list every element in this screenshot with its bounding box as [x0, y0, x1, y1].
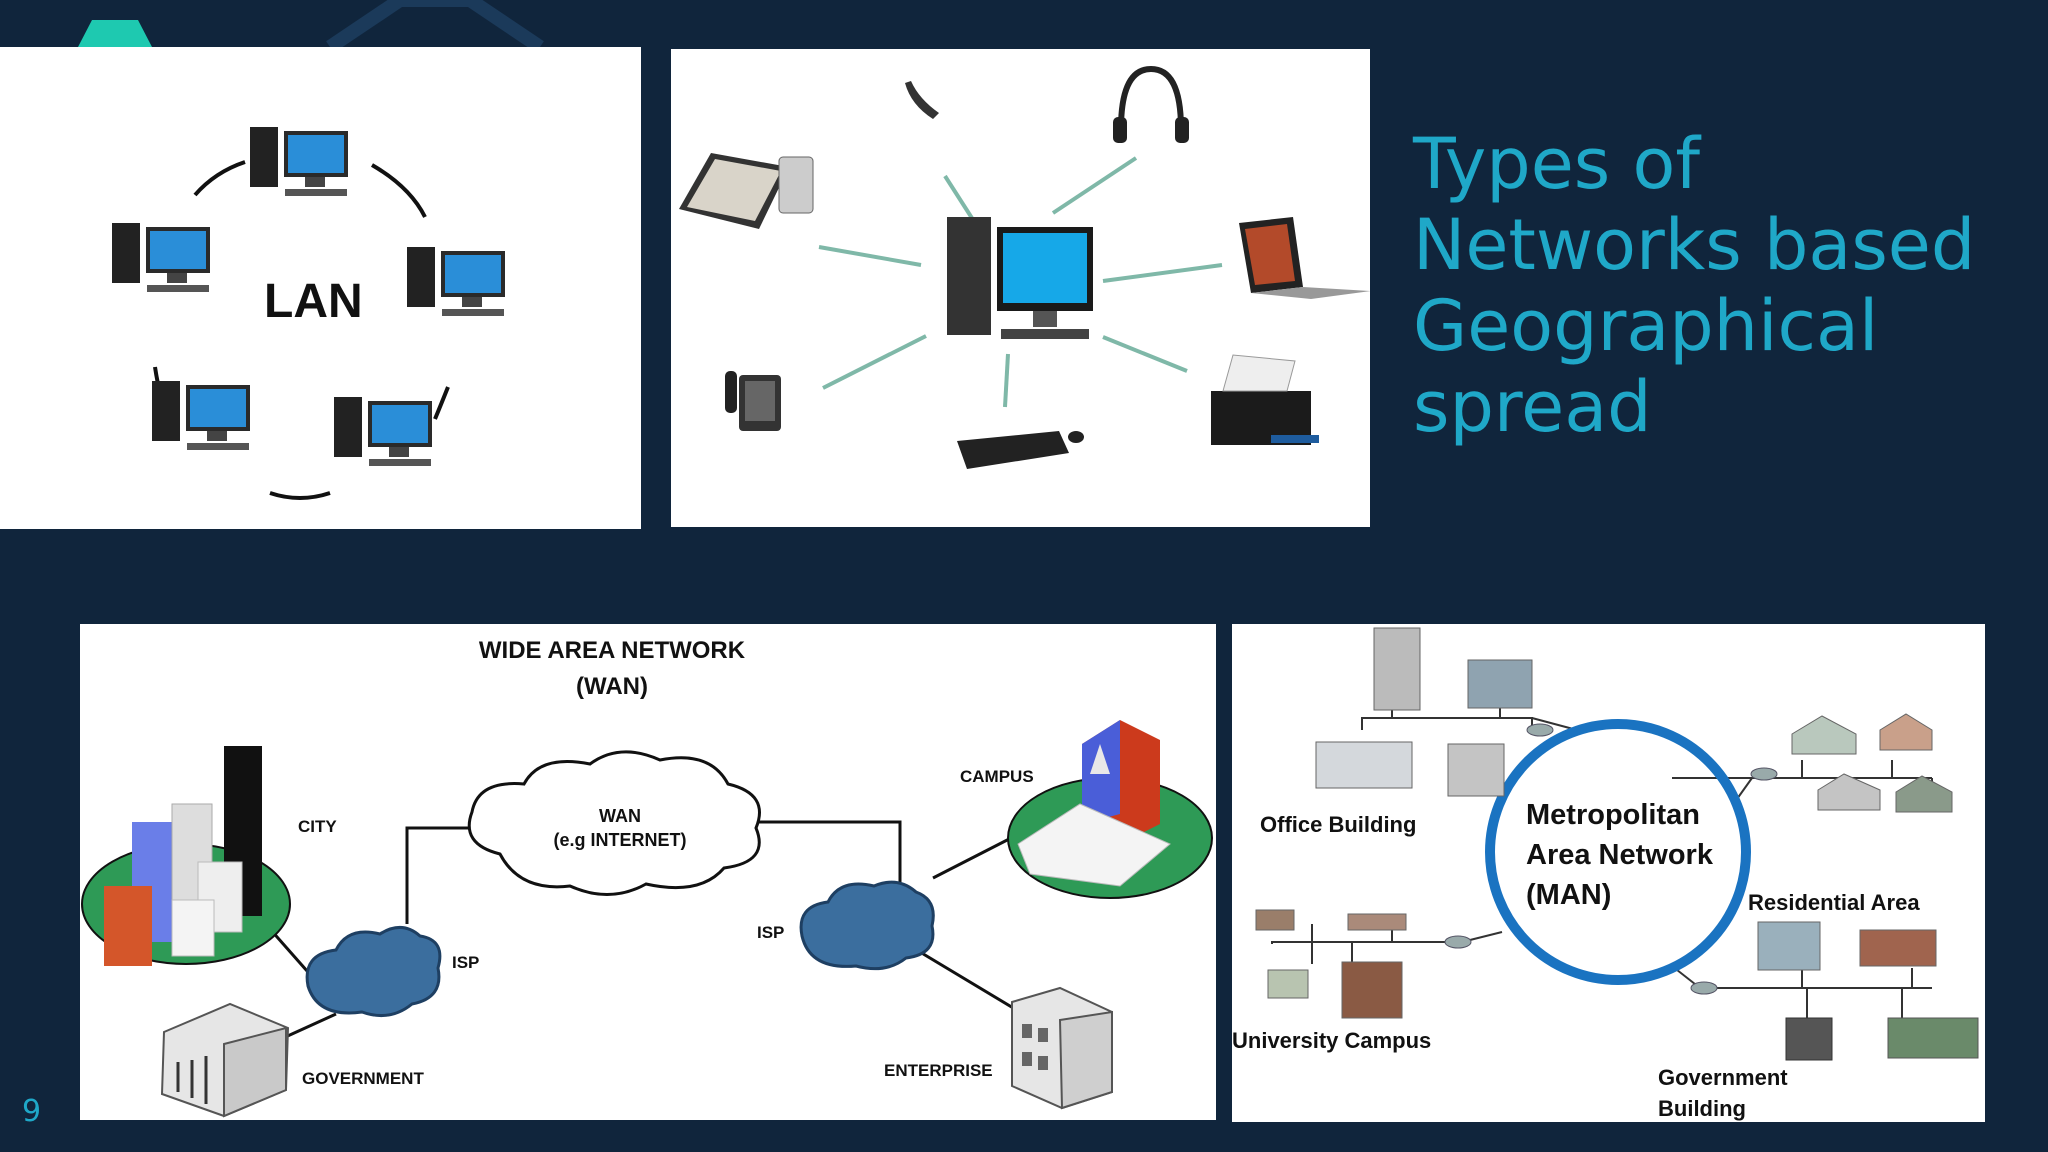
man-ring-line-2: Area Network	[1526, 839, 1714, 871]
title-line-1: Types of	[1413, 123, 1700, 205]
enterprise-label: ENTERPRISE	[884, 1061, 993, 1080]
isp-cloud-right	[799, 880, 935, 971]
decorative-shapes	[78, 0, 544, 47]
government-building-label-2: Building	[1658, 1096, 1746, 1121]
bluetooth-earpiece-icon	[905, 81, 939, 119]
city-icon	[81, 746, 291, 966]
isp-cloud-left	[305, 926, 442, 1018]
printer-icon	[1211, 354, 1319, 445]
government-building-icon	[160, 1002, 290, 1118]
wan-illustration: WIDE AREA NETWORK (WAN) WAN (e.g INTERNE…	[81, 637, 1213, 1118]
wan-internet-cloud: WAN (e.g INTERNET)	[467, 750, 761, 896]
wan-diagram: WIDE AREA NETWORK (WAN) WAN (e.g INTERNE…	[80, 624, 1216, 1120]
wan-cloud-label: WAN	[599, 806, 641, 826]
man-ring	[1485, 719, 1751, 985]
lan-label: LAN	[264, 275, 363, 328]
lan-computer-bottom-right	[334, 397, 432, 466]
campus-label: CAMPUS	[960, 767, 1034, 786]
laptop-icon	[1239, 217, 1370, 299]
pan-desktop-computer	[947, 217, 1093, 339]
isp-left-label: ISP	[452, 953, 479, 972]
isp-right-label: ISP	[757, 923, 784, 942]
lan-computer-left	[112, 223, 210, 292]
campus-icon	[1007, 720, 1213, 899]
title-line-2: Networks based	[1413, 204, 1976, 286]
city-label: CITY	[298, 817, 337, 836]
man-ring-line-1: Metropolitan	[1526, 799, 1700, 831]
man-government-building-icons	[1757, 921, 1979, 1061]
title-line-3: Geographical	[1413, 285, 1879, 367]
man-routers	[1444, 723, 1778, 995]
title-line-4: spread	[1413, 366, 1652, 448]
keyboard-icon	[957, 431, 1084, 469]
office-building-label: Office Building	[1260, 812, 1416, 837]
lan-computer-bottom-left	[152, 381, 250, 450]
wan-cloud-sublabel: (e.g INTERNET)	[554, 830, 687, 850]
government-label: GOVERNMENT	[302, 1069, 424, 1088]
man-illustration: Metropolitan Area Network (MAN) Office B…	[1232, 627, 1979, 1121]
residential-house-icons	[1791, 713, 1953, 813]
government-building-label-1: Government	[1658, 1065, 1788, 1090]
lan-computer-right	[407, 247, 505, 316]
wan-title-line-2: (WAN)	[576, 673, 648, 700]
enterprise-building-icon	[1011, 986, 1113, 1110]
pan-illustration	[679, 65, 1370, 469]
university-campus-label: University Campus	[1232, 1028, 1431, 1053]
slide-title: Types of Networks based Geographical spr…	[1413, 124, 2033, 448]
desk-phone-icon	[725, 371, 781, 431]
man-diagram: Metropolitan Area Network (MAN) Office B…	[1232, 624, 1985, 1122]
lan-diagram: LAN	[0, 47, 641, 529]
tablet-phone-icon	[679, 153, 814, 229]
office-building-icons	[1315, 627, 1533, 797]
headset-icon	[1113, 65, 1189, 143]
pan-diagram	[671, 49, 1370, 527]
lan-computer-top	[250, 127, 348, 196]
page-number: 9	[22, 1094, 42, 1129]
residential-area-label: Residential Area	[1748, 890, 1920, 915]
university-campus-icons	[1255, 909, 1407, 1019]
wan-title-line-1: WIDE AREA NETWORK	[479, 637, 746, 664]
lan-illustration: LAN	[112, 127, 505, 500]
man-ring-line-3: (MAN)	[1526, 879, 1611, 911]
